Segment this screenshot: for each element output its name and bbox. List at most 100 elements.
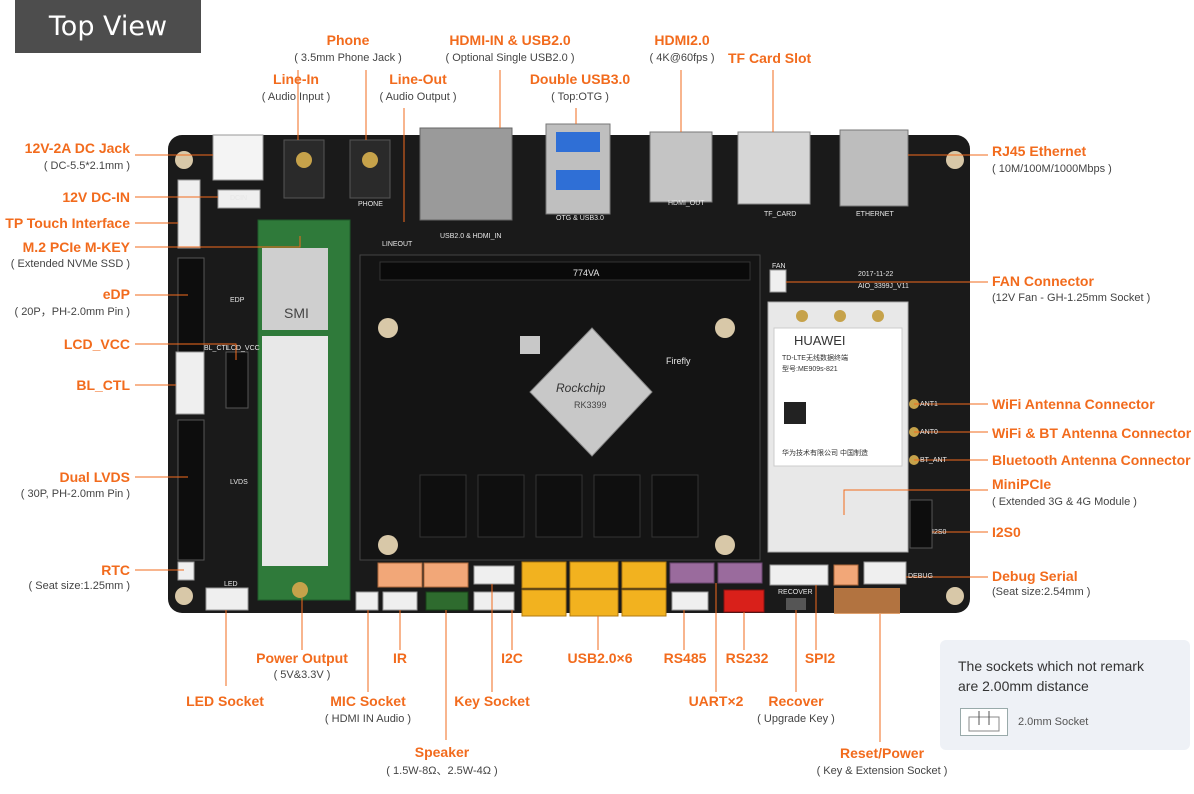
board-id-silk: AIO_3399J_V11 — [858, 283, 909, 290]
mount-hole — [175, 587, 193, 605]
small-chip — [520, 336, 540, 354]
label-phone: Phone — [326, 32, 370, 48]
label-ir: IR — [393, 650, 407, 666]
core-hole — [378, 535, 398, 555]
sub-mic-socket: ( HDMI IN Audio ) — [324, 713, 412, 725]
power-output-socket — [423, 562, 469, 588]
label-wifi-bt-ant: WiFi & BT Antenna Connector — [992, 425, 1192, 441]
sub-reset-power: ( Key & Extension Socket ) — [816, 765, 948, 777]
lcd-vcc-header — [225, 351, 249, 409]
usb2-hdmi-in-silk: USB2.0 & HDMI_IN — [440, 233, 501, 240]
label-rs232: RS232 — [725, 650, 769, 666]
sub-rj45: ( 10M/100M/1000Mbps ) — [992, 163, 1112, 175]
bt-ant-silk: BT_ANT — [920, 457, 948, 464]
sub-recover: ( Upgrade Key ) — [757, 713, 835, 725]
mic-socket — [355, 591, 379, 611]
i2s0-header — [909, 499, 933, 549]
label-rtc: RTC — [101, 562, 130, 578]
sub-double-usb3: ( Top:OTG ) — [551, 91, 609, 103]
usb2-socket — [621, 561, 667, 589]
dc-jack — [212, 134, 264, 181]
socket-icon — [968, 711, 1000, 732]
dcin-silk: DCIN — [230, 195, 247, 202]
i2c-socket — [473, 591, 515, 611]
label-mic-socket: MIC Socket — [330, 693, 406, 709]
dc-in-socket — [217, 189, 261, 209]
module-desc: TD-LTE无线数据终端 — [782, 353, 848, 362]
fan-socket — [769, 269, 787, 293]
firefly-silk: Firefly — [666, 356, 691, 366]
sub-dc-jack: ( DC-5.5*2.1mm ) — [43, 160, 130, 172]
lcd-vcc-silk: LCD_VCC — [227, 345, 260, 352]
label-minipcie: MiniPCIe — [992, 476, 1052, 492]
sub-dual-lvds: ( 30P, PH-2.0mm Pin ) — [20, 488, 130, 500]
core-hole — [715, 535, 735, 555]
phone-jack-ring — [362, 152, 378, 168]
label-reset-power: Reset/Power — [839, 745, 925, 761]
mount-hole — [175, 151, 193, 169]
mount-hole — [946, 587, 964, 605]
mount-hole — [946, 151, 964, 169]
conn-code: 774VA — [573, 268, 599, 278]
tf-card-silk: TF_CARD — [764, 211, 796, 218]
spi2-socket — [769, 564, 829, 586]
rtc-socket — [177, 561, 195, 581]
usb2-socket — [569, 589, 619, 617]
tp-touch-socket — [177, 179, 201, 249]
ssd-label — [262, 336, 328, 566]
rs232-socket — [723, 589, 765, 613]
label-hdmi-in-usb2: HDMI-IN & USB2.0 — [449, 32, 571, 48]
page-title: Top View — [15, 0, 201, 53]
rs485-socket — [671, 591, 709, 611]
antenna-pad — [872, 310, 884, 322]
board-to-board-connector — [379, 261, 751, 281]
label-double-usb3: Double USB3.0 — [529, 71, 631, 87]
label-dc-jack: 12V-2A DC Jack — [24, 140, 130, 156]
usb2-socket — [621, 589, 667, 617]
label-wifi-ant: WiFi Antenna Connector — [992, 396, 1155, 412]
led-socket — [205, 587, 249, 611]
qr-code — [784, 402, 806, 424]
label-speaker: Speaker — [414, 744, 470, 760]
ram-chip — [535, 474, 583, 538]
hdmi-out-port — [649, 131, 713, 203]
label-edp: eDP — [102, 286, 130, 302]
line-in-jack — [283, 139, 325, 199]
fan-silk: FAN — [772, 263, 786, 270]
line-in-jack-ring — [296, 152, 312, 168]
label-dual-lvds: Dual LVDS — [59, 469, 130, 485]
sub-fan: (12V Fan - GH-1.25mm Socket ) — [992, 292, 1151, 304]
ram-chip — [477, 474, 525, 538]
label-hdmi2: HDMI2.0 — [654, 32, 710, 48]
uart-socket — [717, 562, 763, 584]
label-m2: M.2 PCIe M-KEY — [22, 239, 130, 255]
label-spi2: SPI2 — [804, 650, 836, 666]
label-bl-ctl: BL_CTL — [76, 377, 130, 393]
ir-socket — [382, 591, 418, 611]
ant1-silk: ANT1 — [920, 401, 938, 408]
reset-power-socket — [833, 564, 859, 586]
lvds-header — [177, 419, 205, 561]
label-key-socket: Key Socket — [454, 693, 530, 709]
sub-m2: ( Extended NVMe SSD ) — [10, 258, 130, 270]
sub-phone: ( 3.5mm Phone Jack ) — [294, 52, 402, 64]
lvds-silk: LVDS — [230, 479, 248, 486]
ram-chip — [419, 474, 467, 538]
ssd-brand: SMI — [284, 305, 309, 321]
power-output-socket — [377, 562, 423, 588]
antenna-pad — [834, 310, 846, 322]
sub-hdmi2: ( 4K@60fps ) — [649, 52, 715, 64]
chip-brand: Rockchip — [556, 381, 606, 395]
sub-line-in: ( Audio Input ) — [261, 91, 331, 103]
label-line-in: Line-In — [273, 71, 319, 87]
ant0-silk: ANT0 — [920, 429, 938, 436]
sub-power-output: ( 5V&3.3V ) — [273, 669, 331, 681]
usb2-socket — [521, 561, 567, 589]
date-silk: 2017-11-22 — [858, 271, 893, 278]
lineout-silk: LINEOUT — [382, 241, 413, 248]
note-socket-icon — [960, 708, 1008, 736]
module-maker: 华为技术有限公司 中国制造 — [782, 448, 868, 457]
label-bt-ant: Bluetooth Antenna Connector — [992, 452, 1191, 468]
uart-socket — [669, 562, 715, 584]
